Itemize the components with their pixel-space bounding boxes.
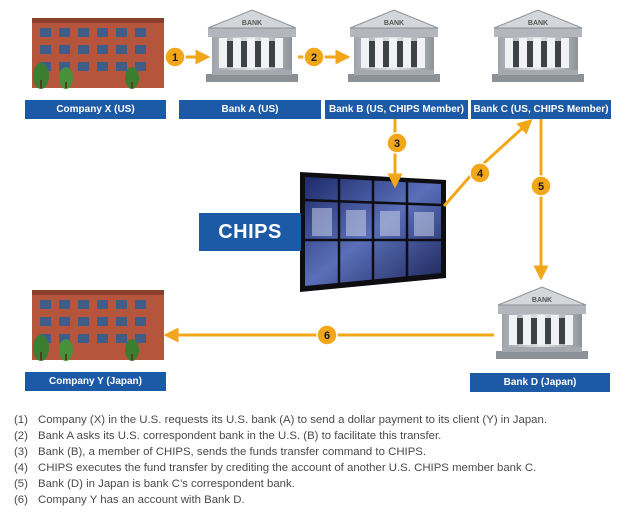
step-badge: 2 xyxy=(303,46,325,68)
note-1: (1) Company (X) in the U.S. requests its … xyxy=(14,412,626,428)
note-number: (3) xyxy=(14,446,28,458)
step-badge: 3 xyxy=(386,132,408,154)
step-badge: 4 xyxy=(469,162,491,184)
company-y-building xyxy=(32,290,164,361)
note-number: (2) xyxy=(14,430,28,442)
note-2: (2) Bank A asks its U.S. correspondent ba… xyxy=(14,428,626,444)
bank-sign: BANK xyxy=(532,297,552,304)
note-number: (6) xyxy=(14,494,28,506)
bank-a-label: Bank A (US) xyxy=(179,100,321,119)
step-number: 2 xyxy=(311,52,317,64)
note-text: Company (X) in the U.S. requests its U.S… xyxy=(38,414,548,426)
bank-c-label: Bank C (US, CHIPS Member) xyxy=(471,100,611,119)
company-x-building xyxy=(32,18,164,89)
chips-label: CHIPS xyxy=(199,213,301,251)
company-x-label: Company X (US) xyxy=(25,100,166,119)
bank-b-label: Bank B (US, CHIPS Member) xyxy=(325,100,468,119)
step-badge: 6 xyxy=(316,324,338,346)
bank-b-building: BANK xyxy=(347,9,441,83)
step-badge: 5 xyxy=(530,175,552,197)
bank-c-building: BANK xyxy=(491,9,585,83)
step-number: 4 xyxy=(477,168,484,180)
note-5: (5) Bank (D) in Japan is bank C’s corresp… xyxy=(14,476,626,492)
bank-sign: BANK xyxy=(528,20,548,27)
company-y-label: Company Y (Japan) xyxy=(25,372,166,391)
step-number: 1 xyxy=(172,52,178,64)
note-text: Bank (D) in Japan is bank C’s correspond… xyxy=(38,478,295,490)
diagram-canvas: BANK BANK BANK BANK xyxy=(32,9,589,361)
note-3: (3) Bank (B), a member of CHIPS, sends th… xyxy=(14,444,626,460)
step-badge: 1 xyxy=(164,46,186,68)
step-number: 6 xyxy=(324,330,330,342)
note-text: Bank (B), a member of CHIPS, sends the f… xyxy=(38,446,427,458)
chips-server-screen xyxy=(300,172,446,292)
note-6: (6) Company Y has an account with Bank D. xyxy=(14,492,626,508)
note-text: Company Y has an account with Bank D. xyxy=(38,494,245,506)
bank-a-building: BANK xyxy=(205,9,299,83)
step-notes: (1) Company (X) in the U.S. requests its … xyxy=(14,412,626,508)
bank-sign: BANK xyxy=(242,20,262,27)
bank-sign: BANK xyxy=(384,20,404,27)
bank-d-label: Bank D (Japan) xyxy=(470,373,610,392)
bank-d-building: BANK xyxy=(495,286,589,360)
note-text: CHIPS executes the fund transfer by cred… xyxy=(38,462,537,474)
step-number: 3 xyxy=(394,138,400,150)
note-number: (4) xyxy=(14,462,28,474)
step-number: 5 xyxy=(538,181,544,193)
note-text: Bank A asks its U.S. correspondent bank … xyxy=(38,430,442,442)
note-4: (4) CHIPS executes the fund transfer by c… xyxy=(14,460,626,476)
note-number: (1) xyxy=(14,414,28,426)
note-number: (5) xyxy=(14,478,28,490)
